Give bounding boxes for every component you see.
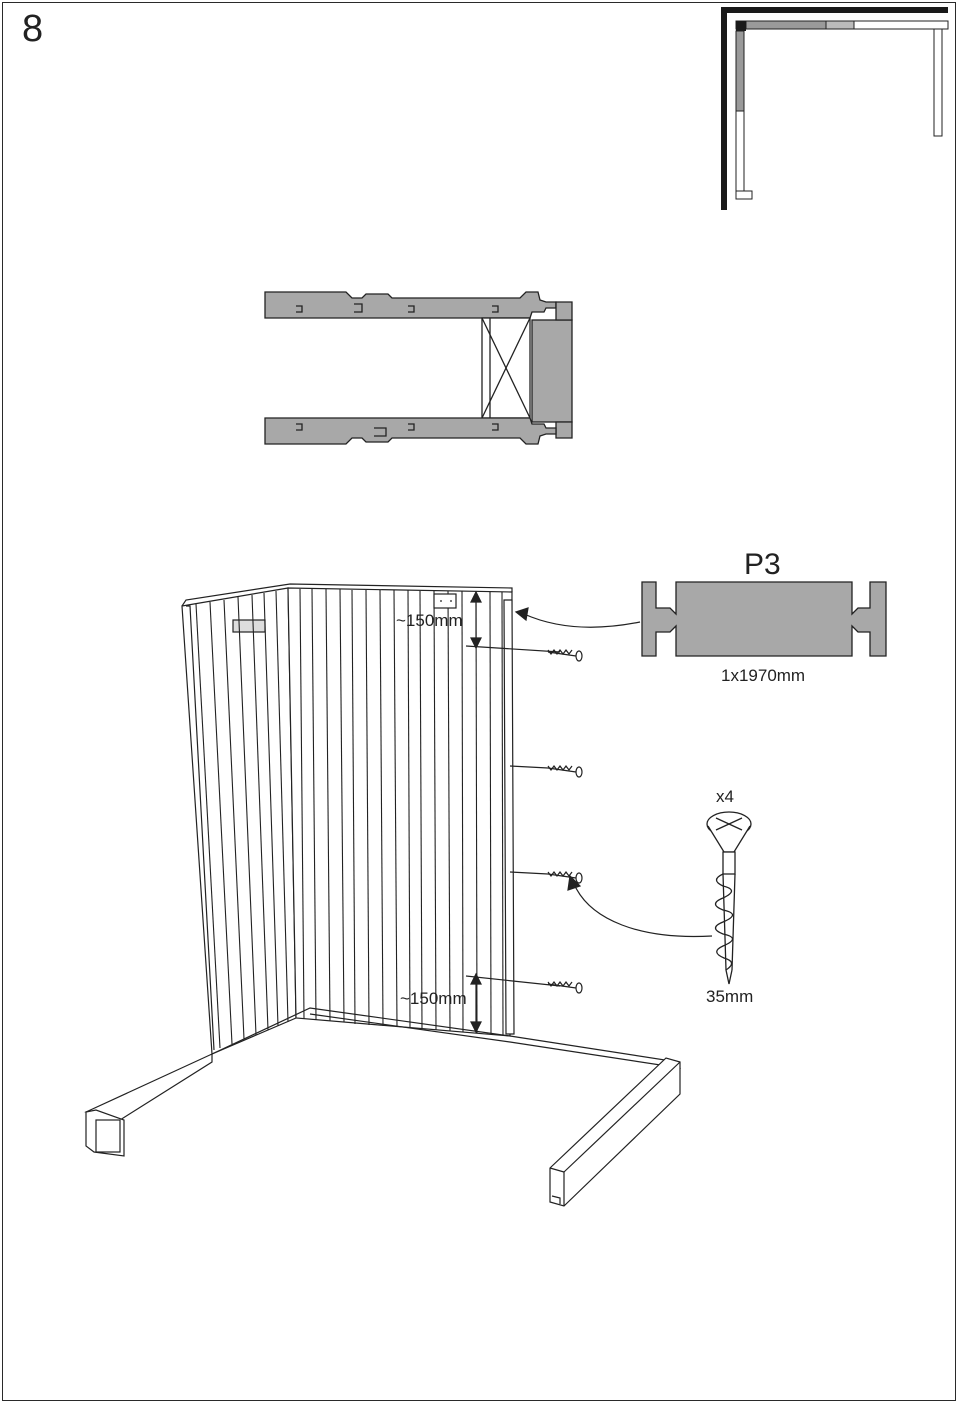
base-frame: [84, 1053, 681, 1207]
screw-detail-icon: [706, 811, 752, 985]
step-number: 8: [22, 8, 44, 50]
screw-quantity: x4: [716, 787, 734, 806]
dimension-bottom-marker: [465, 972, 561, 1034]
panel-joint-cross-section: [264, 291, 573, 445]
part-quantity-length: 1x1970mm: [721, 666, 806, 685]
dimension-bottom-label: ~150mm: [400, 989, 467, 1008]
screw-2-icon: [547, 765, 583, 778]
p3-profile-icon: [641, 581, 887, 657]
screw-1-icon: [547, 649, 583, 662]
part-id-label: P3: [744, 548, 781, 581]
screw-3-icon: [547, 871, 583, 884]
corner-layout-icon: [721, 7, 949, 210]
screw-leader-arrow: [567, 874, 713, 938]
part-leader-arrow: [514, 607, 641, 628]
dimension-top-label: ~150mm: [396, 611, 463, 630]
screw-set: [509, 649, 583, 994]
screw-length: 35mm: [706, 987, 754, 1006]
screw-4-icon: [547, 981, 583, 994]
dimension-top-marker: [465, 590, 561, 653]
